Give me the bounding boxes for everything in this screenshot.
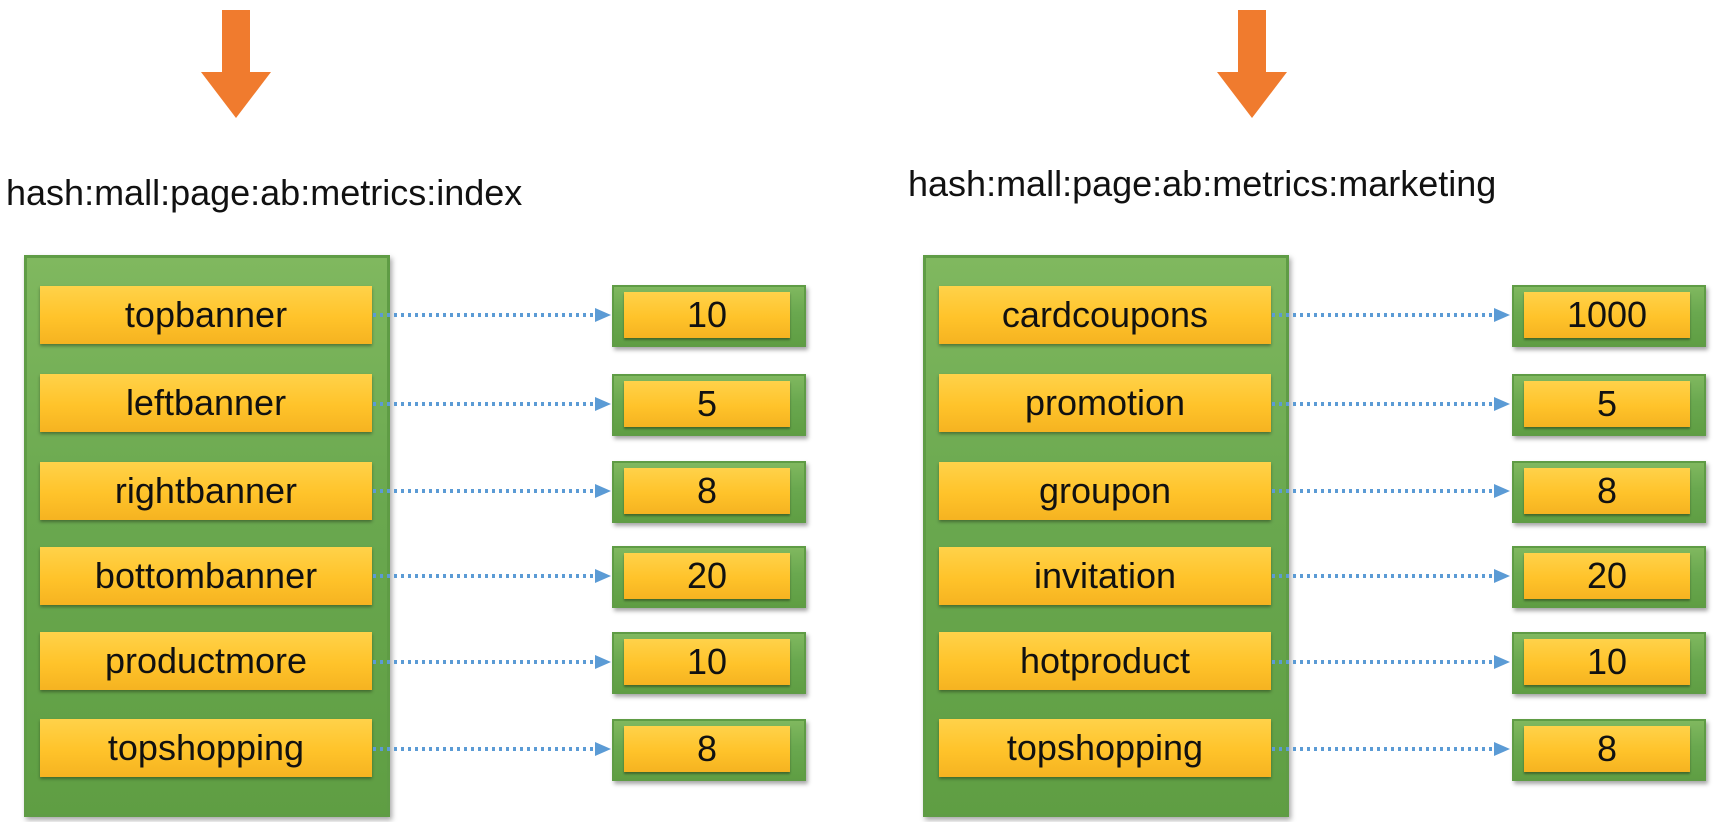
right-value-1: 5 <box>1524 381 1690 427</box>
left-value-4: 10 <box>624 639 790 685</box>
right-key-box-0: cardcoupons <box>939 286 1271 344</box>
right-hash-panel: cardcoupons promotion groupon invitation… <box>923 255 1289 817</box>
left-connector-arrow-0 <box>373 308 611 322</box>
left-value-5: 8 <box>624 726 790 772</box>
left-value-3: 20 <box>624 553 790 599</box>
right-value-0: 1000 <box>1524 292 1690 338</box>
left-hash-title: hash:mall:page:ab:metrics:index <box>6 172 523 213</box>
left-connector-arrow-4 <box>373 655 611 669</box>
right-value-box-3: 20 <box>1512 546 1706 608</box>
right-connector-arrow-5 <box>1272 742 1510 756</box>
right-value-4: 10 <box>1524 639 1690 685</box>
left-key-box-3: bottombanner <box>40 547 372 605</box>
left-value-box-5: 8 <box>612 719 806 781</box>
right-key-box-4: hotproduct <box>939 632 1271 690</box>
right-value-2: 8 <box>1524 468 1690 514</box>
down-arrow-icon-right <box>1217 10 1287 118</box>
right-key-box-1: promotion <box>939 374 1271 432</box>
left-connector-arrow-3 <box>373 569 611 583</box>
right-value-box-0: 1000 <box>1512 285 1706 347</box>
right-value-box-1: 5 <box>1512 374 1706 436</box>
right-key-box-2: groupon <box>939 462 1271 520</box>
left-key-box-4: productmore <box>40 632 372 690</box>
left-key-box-2: rightbanner <box>40 462 372 520</box>
right-value-box-5: 8 <box>1512 719 1706 781</box>
down-arrow-icon-left <box>201 10 271 118</box>
left-connector-arrow-2 <box>373 484 611 498</box>
left-value-box-2: 8 <box>612 461 806 523</box>
right-connector-arrow-2 <box>1272 484 1510 498</box>
left-key-box-0: topbanner <box>40 286 372 344</box>
left-value-2: 8 <box>624 468 790 514</box>
right-value-3: 20 <box>1524 553 1690 599</box>
left-value-0: 10 <box>624 292 790 338</box>
left-connector-arrow-1 <box>373 397 611 411</box>
right-value-5: 8 <box>1524 726 1690 772</box>
left-value-box-4: 10 <box>612 632 806 694</box>
left-key-box-1: leftbanner <box>40 374 372 432</box>
left-connector-arrow-5 <box>373 742 611 756</box>
right-hash-title: hash:mall:page:ab:metrics:marketing <box>908 163 1497 204</box>
right-connector-arrow-3 <box>1272 569 1510 583</box>
left-hash-panel: topbanner leftbanner rightbanner bottomb… <box>24 255 390 817</box>
right-connector-arrow-0 <box>1272 308 1510 322</box>
left-value-box-3: 20 <box>612 546 806 608</box>
right-key-box-5: topshopping <box>939 719 1271 777</box>
right-connector-arrow-1 <box>1272 397 1510 411</box>
right-value-box-2: 8 <box>1512 461 1706 523</box>
left-value-box-0: 10 <box>612 285 806 347</box>
right-value-box-4: 10 <box>1512 632 1706 694</box>
left-value-box-1: 5 <box>612 374 806 436</box>
right-connector-arrow-4 <box>1272 655 1510 669</box>
left-value-1: 5 <box>624 381 790 427</box>
left-key-box-5: topshopping <box>40 719 372 777</box>
right-key-box-3: invitation <box>939 547 1271 605</box>
